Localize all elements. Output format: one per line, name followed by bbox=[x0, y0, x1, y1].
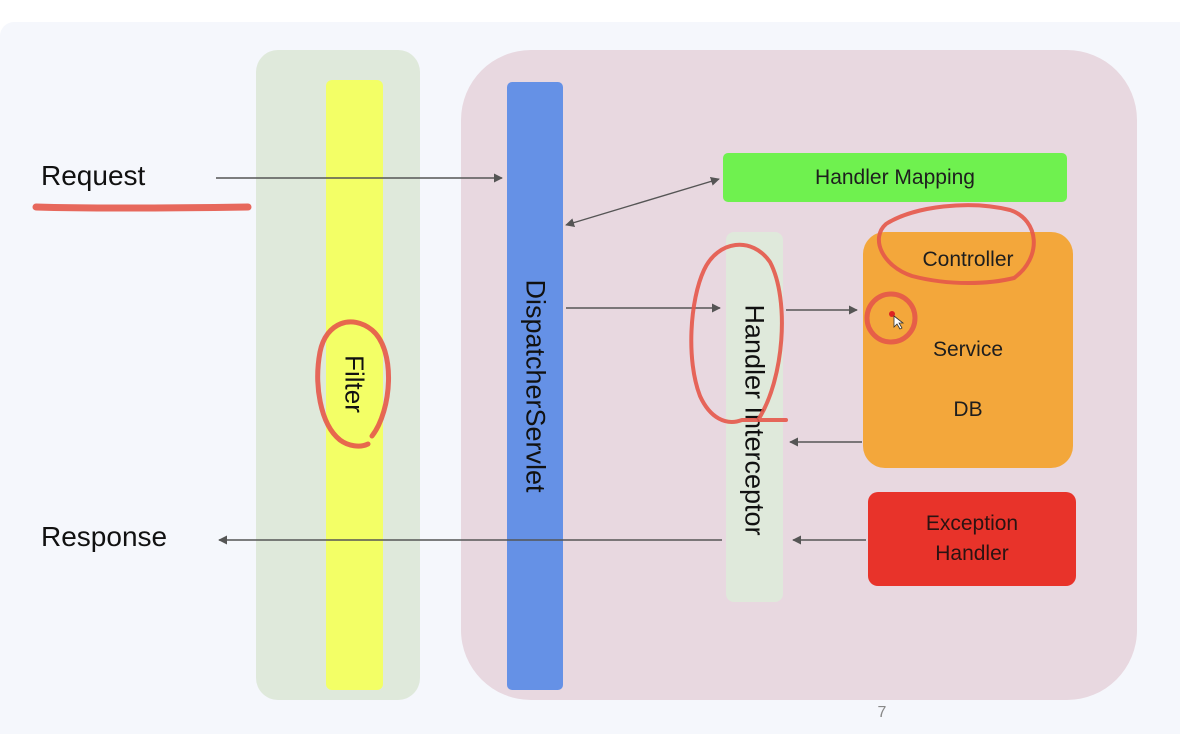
service-label: Service bbox=[932, 338, 1004, 361]
exception-label-line2: Handler bbox=[935, 542, 1009, 565]
cursor-icon bbox=[889, 311, 905, 330]
response-label: Response bbox=[41, 521, 168, 552]
dispatcher-mapping-arrow bbox=[565, 177, 720, 227]
interceptor-circle-mark bbox=[689, 242, 788, 424]
handler-mapping-label: Handler Mapping bbox=[815, 165, 975, 189]
exception-handler-box: Exception Handler bbox=[868, 492, 1076, 586]
handler-interceptor-bar bbox=[726, 232, 783, 602]
filter-circle-mark bbox=[315, 319, 391, 449]
cursor-highlight-mark bbox=[864, 291, 918, 345]
db-label: DB bbox=[953, 398, 983, 421]
request-label: Request bbox=[41, 160, 146, 191]
exception-label-line1: Exception bbox=[925, 512, 1019, 535]
controller-circle-mark bbox=[876, 203, 1036, 285]
dispatcher-servlet-bar bbox=[507, 82, 563, 690]
controller-label: Controller bbox=[922, 248, 1014, 271]
request-underline-mark bbox=[32, 203, 252, 212]
filter-bar bbox=[326, 80, 383, 690]
page-number: 7 bbox=[877, 704, 887, 721]
handler-mapping-box: Handler Mapping bbox=[723, 153, 1067, 202]
